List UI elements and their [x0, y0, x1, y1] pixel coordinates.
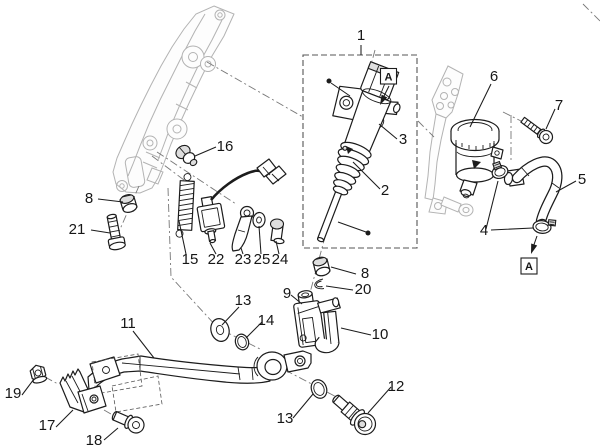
- callout-21-label: 21: [69, 221, 86, 238]
- callout-7-label: 7: [555, 97, 563, 114]
- callout-24-label: 24: [272, 251, 289, 268]
- callout-11-label: 11: [120, 315, 136, 332]
- callout-8-right-label: 8: [361, 265, 369, 282]
- detail-box-part-1: [302, 54, 418, 249]
- detail-letter-top: A: [385, 72, 393, 84]
- reservoir-screw: [520, 116, 554, 145]
- callout-10-label: 10: [372, 326, 389, 343]
- hose-clamp-lower: [532, 219, 557, 234]
- washer-13-mid: [210, 318, 230, 342]
- stop-switch-sensor: [175, 144, 198, 167]
- callout-6-label: 6: [490, 68, 498, 85]
- callout-18-label: 18: [86, 432, 103, 448]
- callout-5-label: 5: [578, 171, 586, 188]
- master-cylinder: [316, 61, 401, 243]
- flange-nut: [29, 364, 48, 384]
- bullet-marker: [365, 230, 371, 236]
- clevis-pin-bracket: [314, 297, 341, 354]
- callout-9-label: 9: [283, 285, 291, 302]
- ghost-frame-bracket: [112, 5, 235, 194]
- hose-clamp-upper: [491, 160, 509, 180]
- arrow-down-icon: [380, 94, 388, 105]
- callout-12-label: 12: [388, 378, 405, 395]
- callout-13-lower-label: 13: [277, 410, 294, 427]
- pivot-bolt: [332, 394, 377, 436]
- bolt-24: [269, 218, 285, 245]
- bushing-right: [312, 256, 331, 277]
- callout-1-label: 1: [357, 27, 365, 44]
- callout-22-label: 22: [208, 251, 225, 268]
- return-spring: [175, 173, 195, 238]
- callout-3-label: 3: [399, 131, 407, 148]
- brake-pedal: [87, 350, 312, 413]
- callout-25-label: 25: [254, 251, 271, 268]
- detail-letter-bottom: A: [525, 261, 533, 273]
- callout-14-label: 14: [258, 312, 275, 329]
- bushing-left: [119, 194, 138, 213]
- reservoir-hose: [503, 156, 563, 228]
- footpeg: [59, 368, 107, 414]
- callout-2-label: 2: [381, 182, 389, 199]
- callout-8-left-label: 8: [85, 190, 93, 207]
- switch-wire: [210, 169, 262, 201]
- pin-bolt-21: [106, 213, 126, 251]
- callout-labels: 1 2 3 4 5 6 7 8 8 9 10 11 12 13 13 14 15…: [5, 27, 587, 448]
- oring-14: [234, 333, 250, 351]
- ghost-mount-bracket: [424, 65, 474, 217]
- phantom-mount-outline: [91, 353, 143, 395]
- callout-20-label: 20: [355, 281, 372, 298]
- bullet-marker: [326, 78, 332, 84]
- leader-lines: [21, 45, 577, 441]
- brake-fluid-reservoir: [450, 118, 504, 199]
- callout-19-label: 19: [5, 385, 22, 402]
- arrow-down-icon: [531, 243, 538, 254]
- callout-4-label: 4: [480, 222, 488, 239]
- clevis: [293, 290, 326, 348]
- callout-16-label: 16: [217, 138, 234, 155]
- detail-marker-bottom: A: [520, 235, 538, 275]
- footpeg-bolt: [111, 411, 145, 434]
- detail-marker-top: A: [379, 67, 398, 105]
- switch-bracket: [231, 205, 255, 252]
- callout-23-label: 23: [235, 251, 252, 268]
- brake-light-switch: [196, 158, 287, 244]
- callout-13-mid-label: 13: [235, 292, 252, 309]
- oring-13-lower: [310, 379, 328, 399]
- phantom-mount-outline: [111, 375, 163, 413]
- snap-ring-20: [314, 278, 325, 290]
- callout-15-label: 15: [182, 251, 199, 268]
- callout-17-label: 17: [39, 417, 56, 434]
- washer-25: [252, 211, 266, 229]
